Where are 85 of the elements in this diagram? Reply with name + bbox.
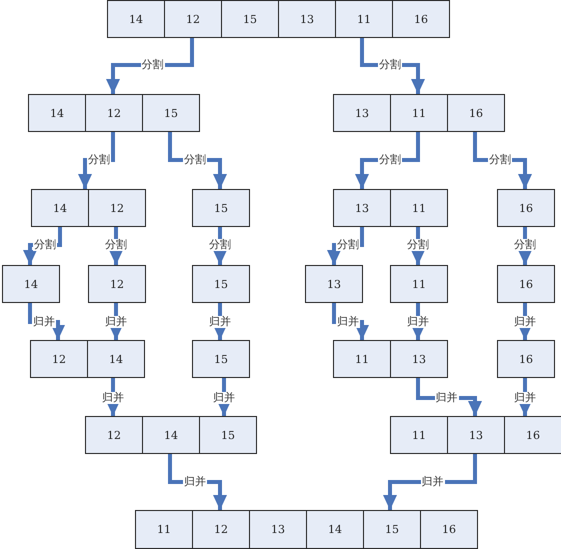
arrow — [106, 378, 120, 416]
arrow — [213, 227, 227, 265]
edge-label: 归并 — [183, 476, 207, 488]
array-cell: 15 — [192, 340, 250, 378]
edge-label: 分割 — [378, 154, 402, 166]
array-cell: 16 — [447, 94, 505, 132]
edge-label: 归并 — [101, 392, 125, 404]
edge-label: 归并 — [208, 316, 232, 328]
array-cell: 16 — [392, 0, 450, 38]
array-cell: 16 — [497, 265, 555, 303]
arrow — [518, 303, 532, 340]
array-cell: 11 — [390, 94, 448, 132]
array-cell: 13 — [390, 340, 448, 378]
arrow — [168, 454, 227, 510]
arrow — [168, 132, 227, 189]
array-cell: 15 — [363, 510, 421, 549]
arrow — [383, 454, 477, 510]
array-cell: 12 — [88, 189, 146, 227]
edge-label: 归并 — [406, 316, 430, 328]
array-cell: 16 — [420, 510, 478, 549]
array-cell: 14 — [142, 416, 200, 454]
array-cell: 15 — [221, 0, 279, 38]
edge-label: 分割 — [140, 59, 164, 71]
arrow — [518, 227, 532, 265]
edge-label: 分割 — [104, 239, 128, 251]
edge-label: 分割 — [488, 154, 512, 166]
edge-label: 分割 — [406, 239, 430, 251]
array-cell: 15 — [192, 265, 250, 303]
arrow — [360, 38, 425, 94]
array-cell: 11 — [390, 265, 448, 303]
array-cell: 12 — [164, 0, 222, 38]
array-cell: 15 — [192, 189, 250, 227]
edge-label: 归并 — [336, 316, 360, 328]
arrow — [109, 227, 123, 265]
edge-label: 归并 — [513, 316, 537, 328]
array-cell: 16 — [497, 340, 555, 378]
array-cell: 14 — [107, 0, 165, 38]
array-cell: 13 — [278, 0, 336, 38]
arrow — [518, 378, 532, 416]
array-cell: 14 — [28, 94, 86, 132]
edge-label: 分割 — [87, 154, 111, 166]
array-cell: 14 — [31, 189, 89, 227]
edge-label: 分割 — [336, 239, 360, 251]
arrow — [78, 132, 115, 189]
arrow — [106, 38, 194, 94]
array-cell: 11 — [335, 0, 393, 38]
array-cell: 11 — [390, 416, 448, 454]
array-cell: 13 — [305, 265, 363, 303]
array-cell: 11 — [135, 510, 193, 549]
array-cell: 13 — [249, 510, 307, 549]
edge-label: 归并 — [32, 316, 56, 328]
edge-label: 分割 — [378, 59, 402, 71]
array-cell: 12 — [85, 416, 143, 454]
edge-label: 归并 — [420, 476, 444, 488]
edge-label: 分割 — [183, 154, 207, 166]
array-cell: 14 — [2, 265, 60, 303]
edge-label: 归并 — [513, 392, 537, 404]
array-cell: 15 — [142, 94, 200, 132]
array-cell: 13 — [333, 94, 391, 132]
array-cell: 14 — [306, 510, 364, 549]
arrow — [109, 303, 123, 340]
edge-label: 分割 — [208, 239, 232, 251]
array-cell: 12 — [30, 340, 88, 378]
edge-label: 归并 — [212, 392, 236, 404]
array-cell: 16 — [497, 189, 555, 227]
array-cell: 16 — [504, 416, 561, 454]
array-cell: 11 — [390, 189, 448, 227]
arrow — [213, 303, 227, 340]
arrow — [355, 132, 420, 189]
array-cell: 15 — [199, 416, 257, 454]
edge-label: 分割 — [33, 239, 57, 251]
array-cell: 12 — [88, 265, 146, 303]
edge-label: 归并 — [434, 392, 458, 404]
arrow — [411, 227, 425, 265]
edge-label: 归并 — [104, 316, 128, 328]
array-cell: 14 — [87, 340, 145, 378]
array-cell: 11 — [333, 340, 391, 378]
array-cell: 13 — [447, 416, 505, 454]
edge-label: 分割 — [513, 239, 537, 251]
array-cell: 12 — [192, 510, 250, 549]
arrow — [217, 378, 231, 416]
array-cell: 13 — [333, 189, 391, 227]
arrow — [411, 303, 425, 340]
arrow — [473, 132, 532, 189]
array-cell: 12 — [85, 94, 143, 132]
